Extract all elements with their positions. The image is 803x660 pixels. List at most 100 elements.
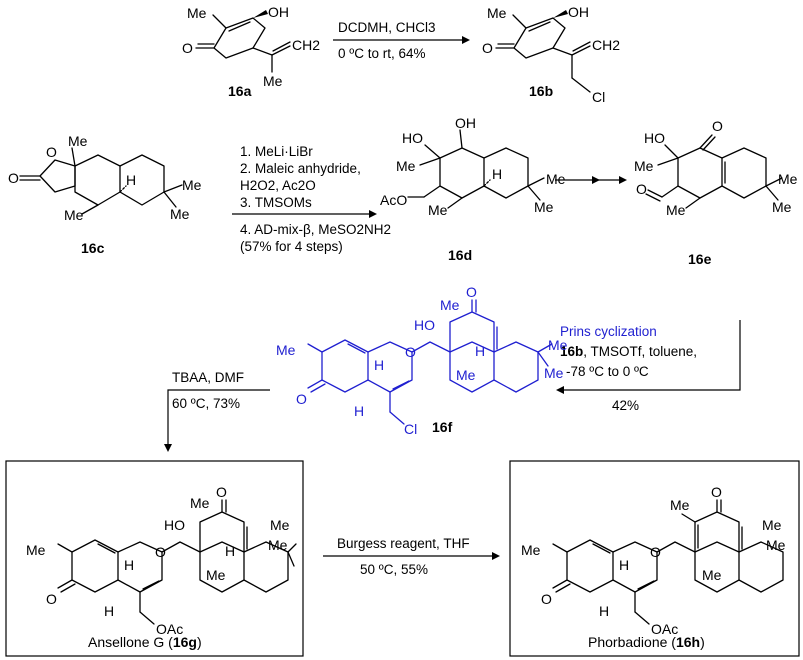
- h-label: H: [124, 557, 134, 573]
- methyl-label: Me: [68, 133, 88, 149]
- h-label: H: [619, 557, 629, 573]
- ring-o-label: O: [650, 544, 661, 560]
- h-label: H: [475, 343, 485, 359]
- chloro-label: Cl: [404, 421, 417, 437]
- compound-16d: HO OH Me AcO H Me Me Me 16d: [380, 115, 566, 263]
- hydroxyl-label: HO: [402, 130, 423, 146]
- ansellone-name: Ansellone G (: [88, 634, 173, 650]
- methyl-label: Me: [702, 567, 722, 583]
- ansellone-close: ): [197, 634, 202, 650]
- methyl-label: Me: [187, 5, 207, 21]
- carbonyl-o-label: O: [46, 591, 57, 607]
- compound-16h: Me O O Me O H H Me Me Me OAc: [521, 484, 786, 637]
- methyl-label: Me: [182, 177, 202, 193]
- compound-16g: Me O O Me HO O H H H Me Me Me OAc: [26, 484, 297, 637]
- reaction-arrow-4: Prins cyclization 16b, TMSOTf, toluene, …: [556, 320, 741, 413]
- methyl-label: Me: [544, 365, 564, 381]
- carbonyl-o-label: O: [482, 40, 493, 56]
- reaction-arrow-2: 1. MeLi·LiBr 2. Maleic anhydride, H2O2, …: [232, 144, 391, 254]
- reaction-2-step-2: 2. Maleic anhydride,: [240, 161, 361, 176]
- aldehyde-o-label: O: [636, 181, 647, 197]
- methyl-label: Me: [762, 517, 782, 533]
- carbonyl-o-label: O: [8, 170, 19, 186]
- acetoxy-label: AcO: [380, 192, 407, 208]
- methyl-label: Me: [64, 207, 84, 223]
- compound-16b: Me OH O CH2 Cl 16b: [482, 4, 620, 105]
- methyl-label: Me: [766, 537, 786, 553]
- carbonyl-o-label: O: [296, 391, 307, 407]
- compound-label-16c: 16c: [81, 240, 105, 256]
- h-label: H: [599, 603, 609, 619]
- methyl-label: Me: [396, 158, 416, 174]
- h-label: H: [126, 172, 136, 188]
- methyl-label: Me: [548, 337, 568, 353]
- ansellone-label: 16g: [173, 634, 197, 650]
- product-box-16g: [5, 460, 304, 657]
- methyl-label: Me: [190, 495, 210, 511]
- compound-label-16f: 16f: [432, 419, 453, 435]
- methyl-label: Me: [666, 202, 686, 218]
- reaction-4-name: Prins cyclization: [560, 324, 657, 339]
- reaction-4-reagents: 16b, TMSOTf, toluene,: [560, 344, 697, 359]
- ring-o-label: O: [46, 144, 57, 160]
- carbonyl-o-label: O: [216, 484, 227, 500]
- carbonyl-o-label: O: [541, 591, 552, 607]
- reaction-6-conditions: 50 ºC, 55%: [360, 562, 428, 577]
- compound-name-16h: Phorbadione (16h): [588, 634, 705, 650]
- reaction-arrow-3: [555, 176, 627, 184]
- product-box-16h: [509, 460, 800, 657]
- methyl-label: Me: [268, 537, 288, 553]
- hydroxyl-label: HO: [164, 517, 185, 533]
- hydroxyl-label: HO: [644, 130, 665, 146]
- hydroxyl-label: HO: [414, 317, 435, 333]
- reaction-4-reagent-compound: 16b: [560, 344, 583, 359]
- methyl-label: Me: [26, 542, 46, 558]
- methyl-label: Me: [440, 297, 460, 313]
- h-label: H: [225, 543, 235, 559]
- chloro-label: Cl: [592, 89, 605, 105]
- methyl-label: Me: [270, 517, 290, 533]
- methyl-label: Me: [772, 199, 792, 215]
- compound-16c: O Me O H Me Me Me 16c: [8, 133, 202, 256]
- methylene-label: CH2: [292, 37, 320, 53]
- phorbadione-name: Phorbadione (: [588, 634, 676, 650]
- reaction-arrow-6: Burgess reagent, THF 50 ºC, 55%: [323, 536, 500, 577]
- reaction-2-step-1: 1. MeLi·LiBr: [240, 144, 313, 159]
- h-label: H: [374, 357, 384, 373]
- methyl-label: Me: [276, 342, 296, 358]
- hydroxyl-label: OH: [568, 4, 589, 20]
- ring-o-label: O: [405, 344, 416, 360]
- carbonyl-o-label: O: [711, 484, 722, 500]
- ring-o-label: O: [155, 544, 166, 560]
- reaction-2-step-4: 4. AD-mix-β, MeSO2NH2: [240, 222, 391, 237]
- phorbadione-close: ): [700, 634, 705, 650]
- reaction-arrow-1: DCDMH, CHCl3 0 ºC to rt, 64%: [333, 20, 470, 61]
- methyl-label: Me: [263, 73, 283, 89]
- methyl-label: Me: [778, 171, 798, 187]
- reaction-4-yield: 42%: [612, 398, 639, 413]
- methyl-label: Me: [546, 171, 566, 187]
- methylene-label: CH2: [592, 37, 620, 53]
- compound-name-16g: Ansellone G (16g): [88, 634, 202, 650]
- h-label: H: [104, 603, 114, 619]
- reaction-1-reagents: DCDMH, CHCl3: [338, 20, 436, 35]
- phorbadione-label: 16h: [676, 634, 700, 650]
- methyl-label: Me: [670, 497, 690, 513]
- methyl-label: Me: [521, 542, 541, 558]
- carbonyl-o-label: O: [182, 40, 193, 56]
- methyl-label: Me: [170, 206, 190, 222]
- reaction-arrow-5: TBAA, DMF 60 ºC, 73%: [164, 370, 270, 452]
- acetoxy-label: OAc: [156, 621, 183, 637]
- reaction-5-conditions: 60 ºC, 73%: [172, 396, 240, 411]
- reaction-2-step-3: 3. TMSOMs: [240, 195, 312, 210]
- reaction-6-reagents: Burgess reagent, THF: [337, 536, 470, 551]
- hydroxyl-label: OH: [268, 4, 289, 20]
- h-label: H: [492, 166, 502, 182]
- compound-label-16d: 16d: [448, 247, 472, 263]
- compound-label-16e: 16e: [688, 251, 712, 267]
- carbonyl-o-label: O: [466, 284, 477, 300]
- hydroxyl-label: OH: [455, 115, 476, 131]
- methyl-label: Me: [487, 5, 507, 21]
- methyl-label: Me: [456, 367, 476, 383]
